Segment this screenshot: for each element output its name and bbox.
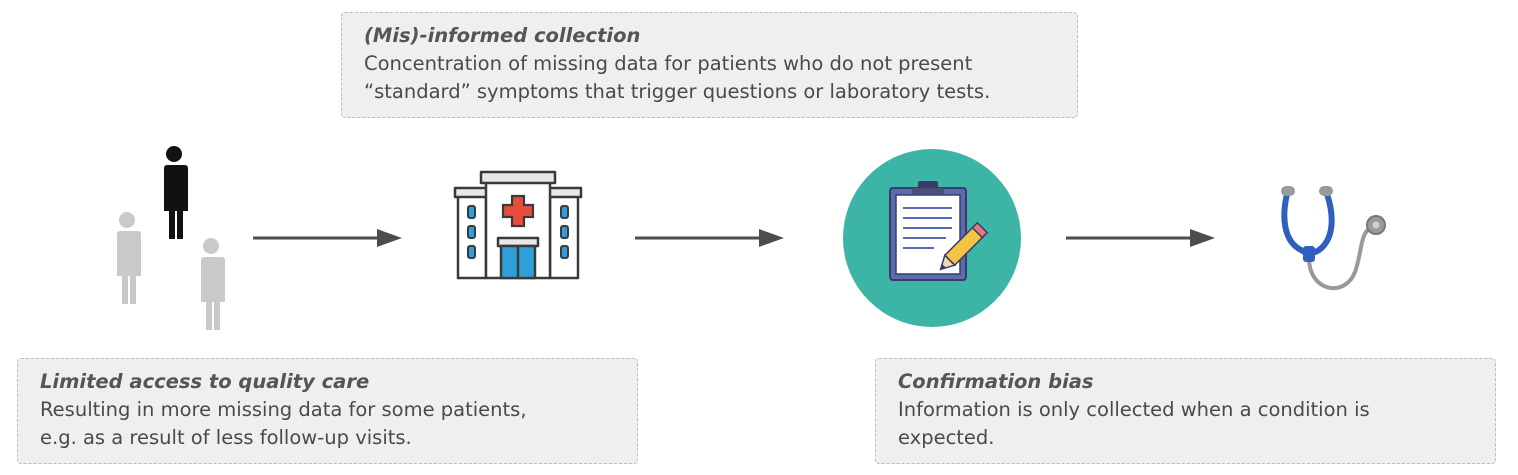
- clipboard-icon: [843, 149, 1021, 327]
- people-icon: [116, 146, 225, 330]
- note-text-line: “standard” symptoms that trigger questio…: [364, 80, 991, 103]
- arrow-right-icon: [1066, 229, 1215, 247]
- note-text-line: Information is only collected when a con…: [898, 398, 1370, 421]
- note-text-line: e.g. as a result of less follow-up visit…: [40, 426, 412, 449]
- note-text-line: Resulting in more missing data for some …: [40, 398, 527, 421]
- note-text-line: expected.: [898, 426, 995, 449]
- note-title: Confirmation bias: [898, 370, 1094, 393]
- arrow-right-icon: [253, 229, 402, 247]
- note-confirmation-bias: Confirmation bias Information is only co…: [875, 358, 1496, 464]
- note-title: (Mis)-informed collection: [364, 24, 641, 47]
- arrow-right-icon: [635, 229, 784, 247]
- note-misinformed-collection: (Mis)-informed collection Concentration …: [341, 12, 1078, 118]
- note-text-line: Concentration of missing data for patien…: [364, 52, 973, 75]
- note-title: Limited access to quality care: [40, 370, 370, 393]
- hospital-icon: [453, 170, 583, 280]
- stethoscope-icon: [1281, 186, 1386, 291]
- note-limited-access: Limited access to quality care Resulting…: [17, 358, 638, 464]
